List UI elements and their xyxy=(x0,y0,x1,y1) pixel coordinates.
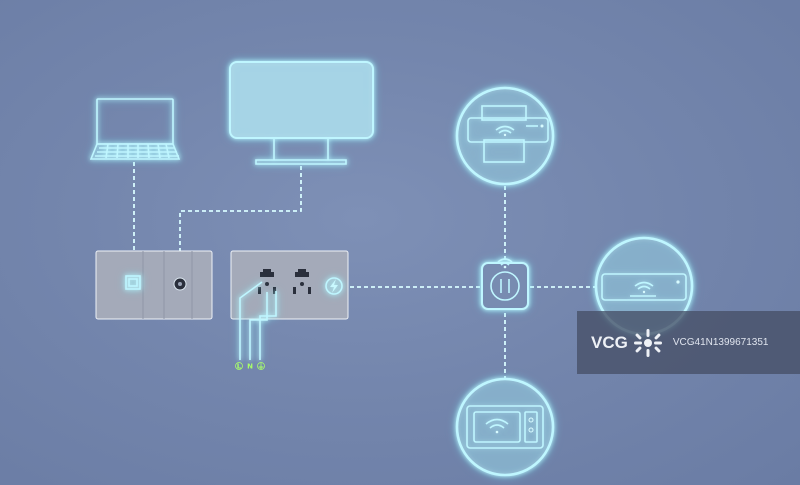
watermark: VCG VCG41N1399671351 xyxy=(577,311,800,374)
monitor-connection-line xyxy=(179,166,302,256)
watermark-brand: VCG xyxy=(591,332,628,352)
ethernet-port-icon xyxy=(125,275,141,290)
vcg-logo-mark-icon xyxy=(633,328,662,357)
outlet-wiring xyxy=(239,281,277,360)
microwave-device xyxy=(455,377,555,477)
lightning-icon xyxy=(325,277,343,295)
neutral-wire-label: N xyxy=(247,363,253,371)
smart-plug-icon xyxy=(481,258,529,310)
watermark-image-id: VCG41N1399671351 xyxy=(672,337,769,348)
microwave-icon xyxy=(466,405,544,449)
tv-port-icon xyxy=(173,277,187,291)
vcg-logo: VCG xyxy=(591,326,665,360)
outlet-wall-plate xyxy=(230,250,349,320)
power-socket-right-icon xyxy=(293,269,311,294)
printer-device xyxy=(455,86,555,186)
connection-lines xyxy=(133,162,596,378)
wire-labels: L N ⏚ xyxy=(235,362,265,371)
power-socket-left-icon xyxy=(258,269,276,294)
laptop-icon xyxy=(89,98,181,160)
ground-wire-label: ⏚ xyxy=(258,363,265,371)
monitor-icon xyxy=(229,61,374,165)
live-wire-label: L xyxy=(237,363,242,371)
wifi-icon xyxy=(497,258,513,269)
printer-icon xyxy=(467,105,549,163)
air-conditioner-icon xyxy=(601,273,687,301)
data-wall-plate xyxy=(95,250,213,320)
